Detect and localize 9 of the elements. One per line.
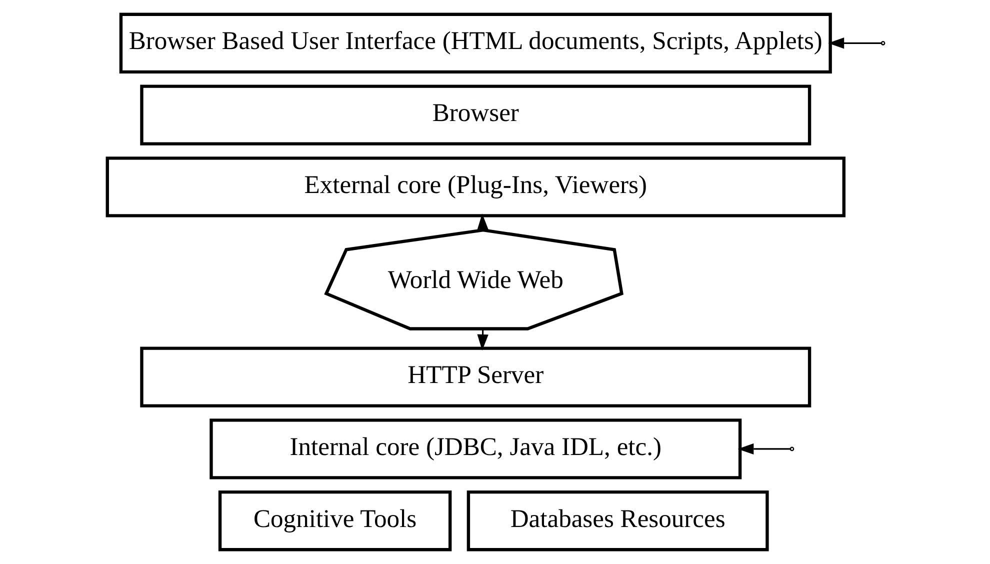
node-box: Browser xyxy=(140,84,811,146)
arrow xyxy=(828,38,882,49)
node-box: Internal core (JDBC, Java IDL, etc.) xyxy=(209,418,742,480)
node-box: Cognitive Tools xyxy=(218,490,452,552)
node-box: Browser Based User Interface (HTML documents, Scripts, Applets) xyxy=(118,12,832,74)
arrow xyxy=(737,443,791,455)
node-box: External core (Plug-Ins, Viewers) xyxy=(105,156,845,218)
node-box: Databases Resources xyxy=(466,490,768,552)
node-box: HTTP Server xyxy=(140,346,811,408)
